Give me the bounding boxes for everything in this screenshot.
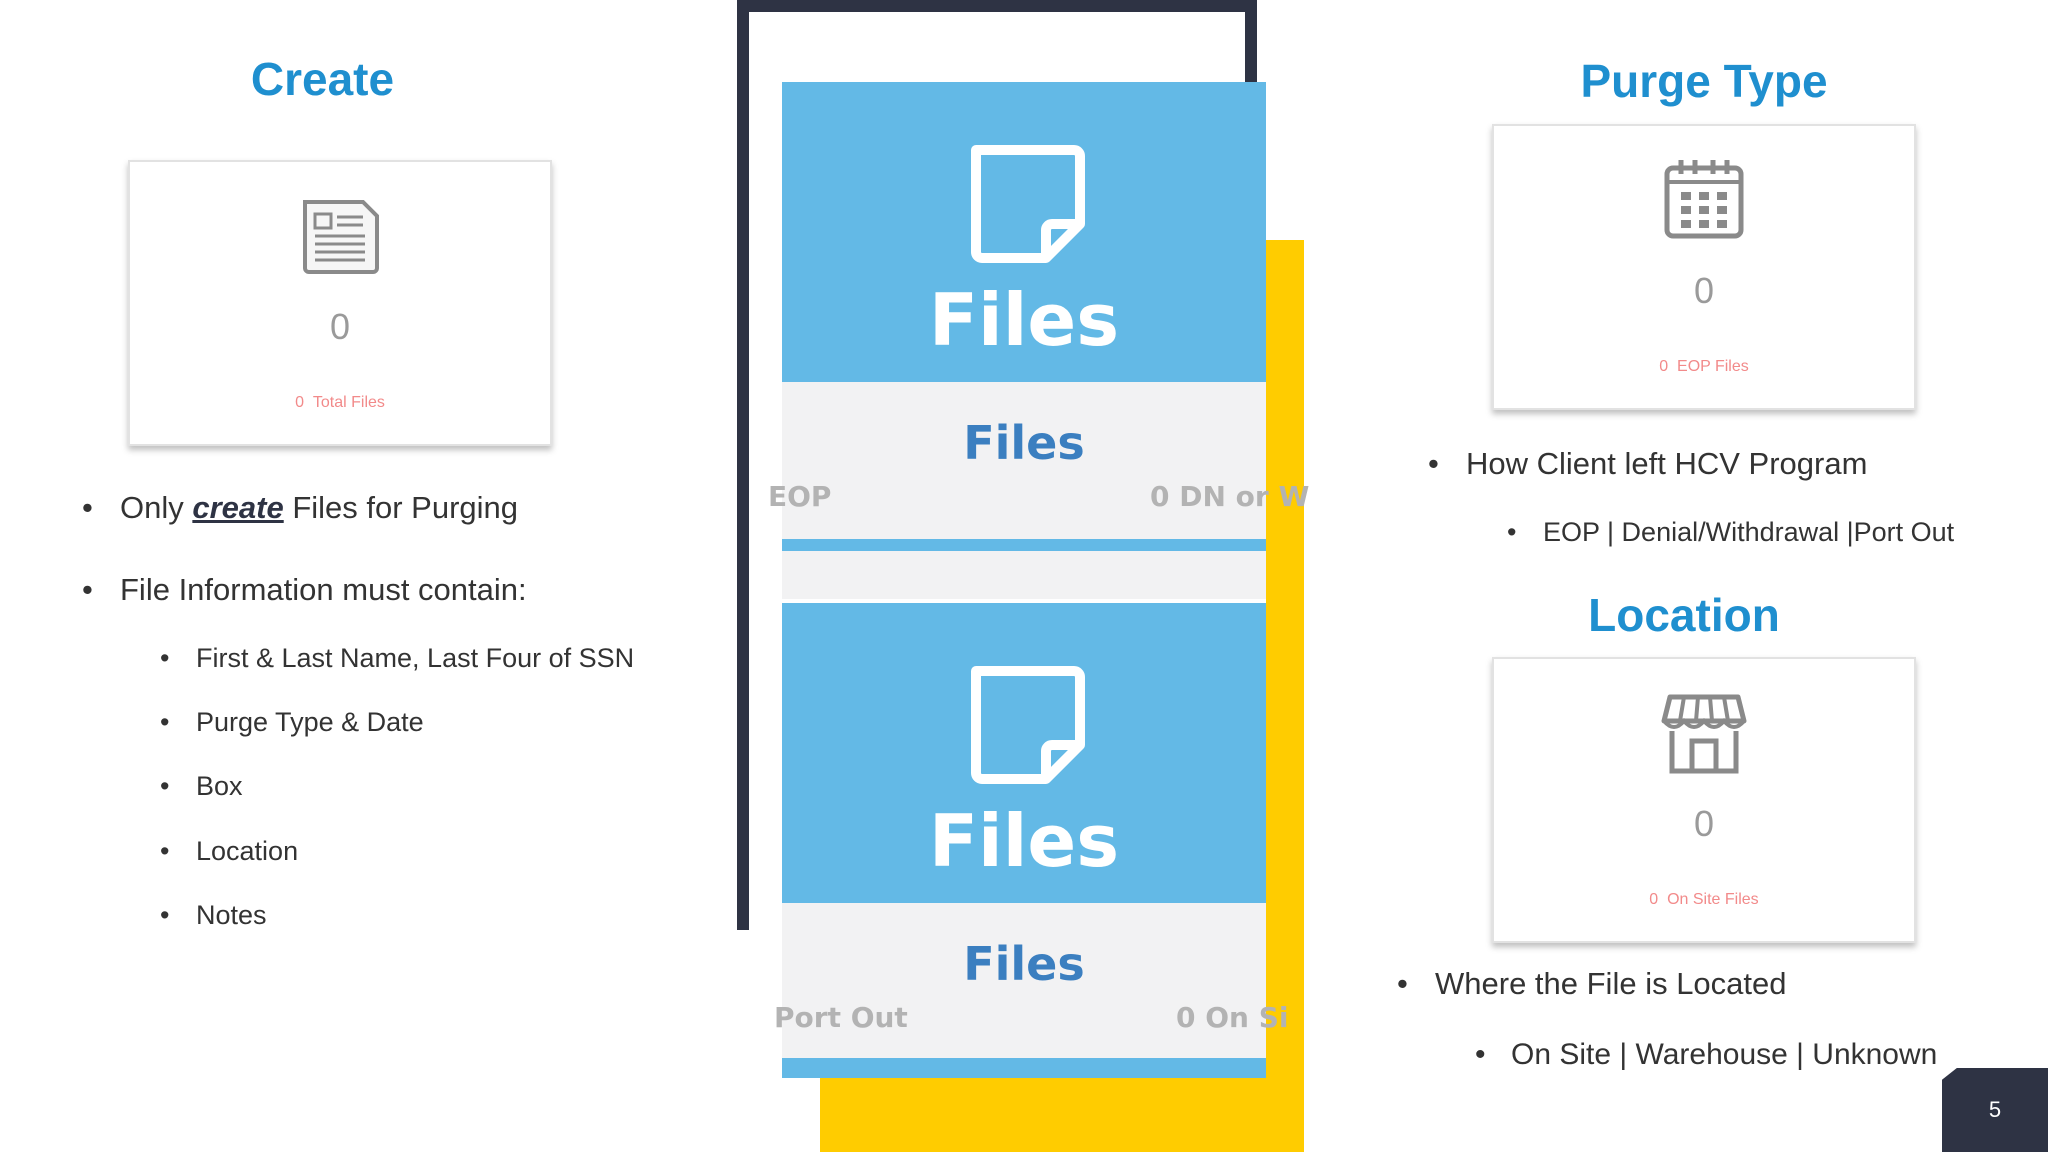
sub-bullet-text: Location xyxy=(196,836,299,866)
store-icon xyxy=(1661,691,1747,780)
sub-bullet-purge-options: • EOP | Denial/Withdrawal |Port Out xyxy=(1507,517,1955,548)
sub-bullet-name-ssn: • First & Last Name, Last Four of SSN xyxy=(160,643,635,674)
bullet-dot: • xyxy=(160,836,170,866)
bullet-text: Where the File is Located xyxy=(1435,966,1787,1001)
sub-bullet-notes: • Notes xyxy=(160,900,267,931)
bullet-dot: • xyxy=(1507,517,1517,547)
bullet-how-client-left: • How Client left HCV Program xyxy=(1428,446,1868,482)
files-graphic: Files Files EOP 0 DN or W Files Files Po… xyxy=(768,82,1309,1078)
sub-bullet-location: • Location xyxy=(160,836,299,867)
bullet-dot: • xyxy=(1428,446,1439,481)
create-emphasis: create xyxy=(192,490,284,525)
bullet-dot: • xyxy=(1475,1038,1486,1071)
files-tile-top-title: Files xyxy=(928,278,1120,362)
location-sub-text: On Site Files xyxy=(1667,891,1759,908)
sub-bullet-text: Notes xyxy=(196,900,267,930)
sub-bullet-text: Purge Type & Date xyxy=(196,707,424,737)
create-sub-count: 0 xyxy=(295,394,304,411)
files-tile-bottom-right-text: 0 On Si xyxy=(1176,1001,1289,1034)
sub-bullet-location-options: • On Site | Warehouse | Unknown xyxy=(1475,1038,1938,1072)
files-tile-gap xyxy=(782,551,1266,599)
bullet-suffix: Files for Purging xyxy=(283,490,519,525)
bullet-text: File Information must contain: xyxy=(120,572,527,607)
document-icon xyxy=(299,198,381,281)
note-icon xyxy=(966,665,1086,790)
files-tile-bottom-underline xyxy=(782,1058,1266,1078)
sub-bullet-text: Box xyxy=(196,771,243,801)
purge-type-count: 0 xyxy=(1693,270,1715,311)
purge-type-sub-count: 0 xyxy=(1659,358,1669,375)
bullet-file-information: • File Information must contain: xyxy=(82,572,527,608)
bullet-dot: • xyxy=(160,900,170,930)
purge-type-sub-label: 0 EOP Files xyxy=(1494,358,1914,376)
sub-bullet-box: • Box xyxy=(160,771,243,802)
purge-type-card: 0 0 EOP Files xyxy=(1492,124,1916,410)
files-tile-bottom-left-text: Port Out xyxy=(774,1001,908,1034)
bullet-dot: • xyxy=(82,572,93,607)
location-sub-label: 0 On Site Files xyxy=(1494,891,1914,909)
location-card: 0 0 On Site Files xyxy=(1492,657,1916,943)
files-tile-bottom-body: Files Port Out 0 On Si xyxy=(774,903,1288,1058)
files-tile-top-underline xyxy=(782,539,1266,551)
create-sub-label: 0 Total Files xyxy=(130,394,550,412)
sub-bullet-text: EOP | Denial/Withdrawal |Port Out xyxy=(1543,517,1955,547)
slide-number: 5 xyxy=(1942,1068,2048,1152)
create-sub-text: Total Files xyxy=(312,394,385,411)
location-heading: Location xyxy=(1588,589,1780,641)
bullet-only-create: • Only create Files for Purging xyxy=(82,490,519,526)
files-tile-bottom-label: Files xyxy=(963,937,1085,991)
bullet-dot: • xyxy=(160,771,170,801)
files-tile-top-label: Files xyxy=(963,416,1085,470)
slide-number-text: 5 xyxy=(1988,1097,2002,1122)
create-card: 0 0 Total Files xyxy=(128,160,552,446)
bullet-where-file-located: • Where the File is Located xyxy=(1397,966,1787,1002)
files-tile-top-header: Files xyxy=(782,82,1266,382)
bullet-dot: • xyxy=(160,643,170,673)
files-tile-top-left-text: EOP xyxy=(768,480,832,513)
purge-type-heading: Purge Type xyxy=(1580,55,1828,107)
calendar-icon xyxy=(1663,158,1745,245)
files-tile-top-right-text: 0 DN or W xyxy=(1150,480,1310,513)
bullet-text: How Client left HCV Program xyxy=(1466,446,1868,481)
location-count: 0 xyxy=(1693,803,1715,844)
purge-type-sub-text: EOP Files xyxy=(1677,358,1749,375)
create-heading: Create xyxy=(250,53,395,105)
bullet-dot: • xyxy=(1397,966,1408,1001)
create-count: 0 xyxy=(329,306,351,347)
note-icon xyxy=(966,144,1086,269)
files-tile-top-body: Files EOP 0 DN or W xyxy=(768,382,1309,539)
files-tile-bottom-title: Files xyxy=(928,799,1120,883)
sub-bullet-text: First & Last Name, Last Four of SSN xyxy=(196,643,635,673)
bullet-prefix: Only xyxy=(120,490,193,525)
location-sub-count: 0 xyxy=(1649,891,1659,908)
files-tile-bottom-header: Files xyxy=(782,603,1266,903)
sub-bullet-text: On Site | Warehouse | Unknown xyxy=(1511,1038,1938,1071)
sub-bullet-purge-type-date: • Purge Type & Date xyxy=(160,707,424,738)
bullet-dot: • xyxy=(82,490,93,525)
bullet-dot: • xyxy=(160,707,170,737)
